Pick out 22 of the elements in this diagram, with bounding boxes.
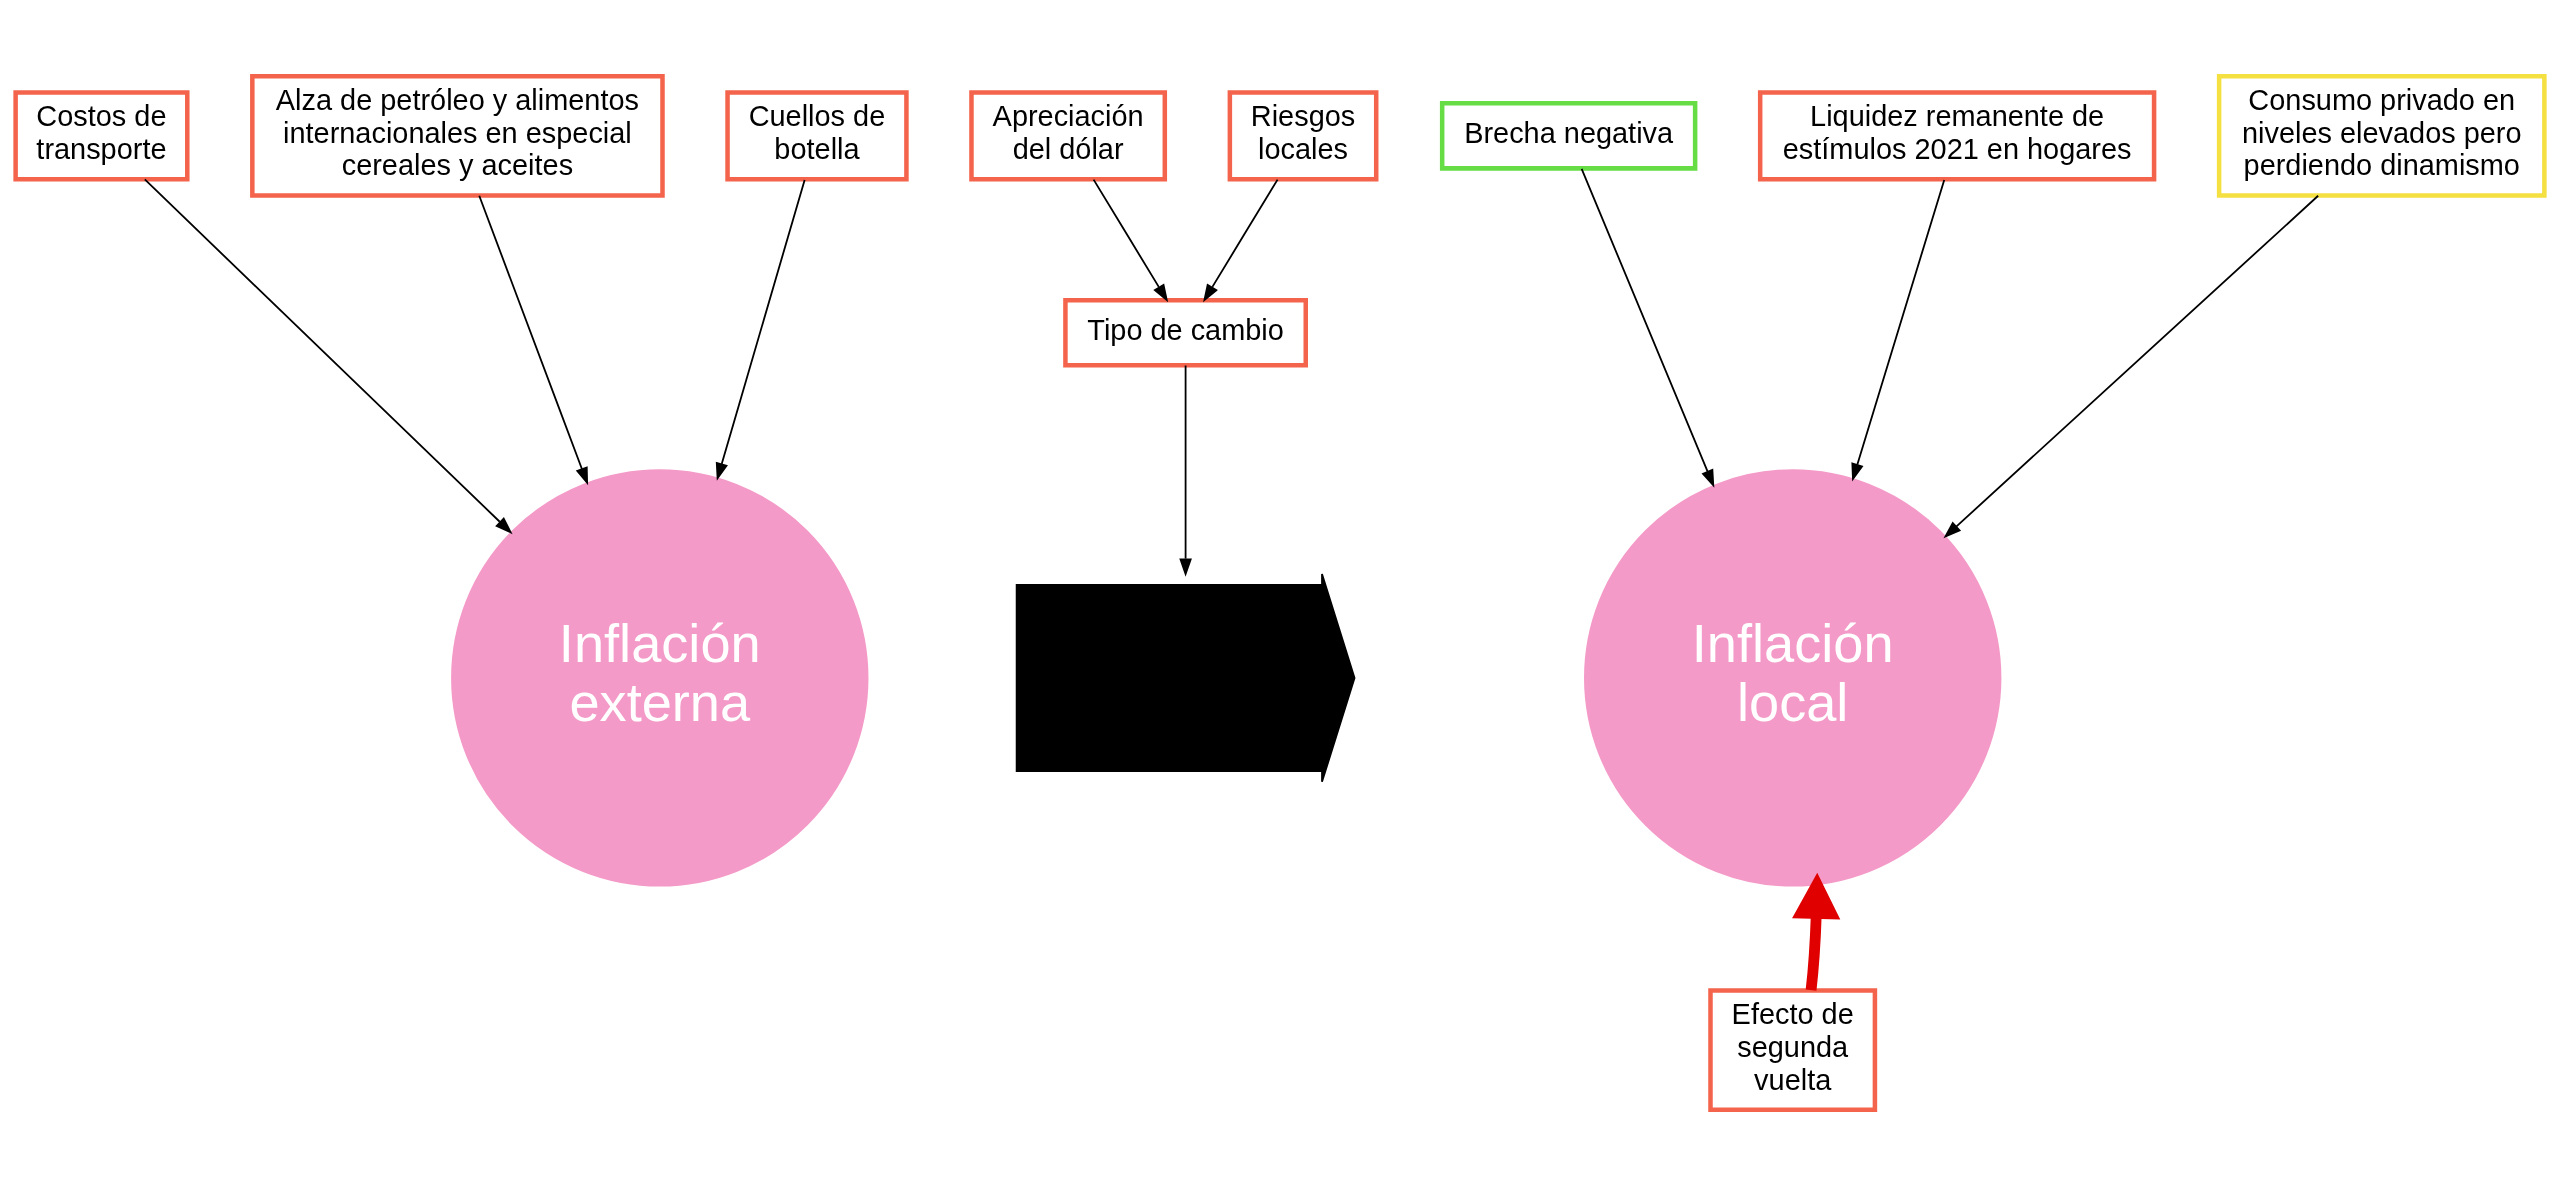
node-box: Brecha negativa bbox=[1439, 101, 1698, 171]
arrow bbox=[143, 178, 513, 535]
arrow bbox=[1580, 168, 1715, 488]
node-box: Cuellos de botella bbox=[725, 90, 909, 182]
node-box: Liquidez remanente de estímulos 2021 en hogares bbox=[1757, 90, 2157, 182]
arrow bbox=[478, 194, 589, 486]
node-circle: Inflación externa bbox=[451, 469, 869, 887]
arrow bbox=[1792, 872, 1841, 991]
node-box: Costos de transporte bbox=[13, 90, 190, 182]
arrow bbox=[1851, 179, 1946, 482]
node-box: Consumo privado en niveles elevados pero perdiendo dinamismo bbox=[2216, 73, 2547, 198]
node-box: Alza de petróleo y alimentos internacionales en especial cereales y aceites bbox=[250, 73, 665, 198]
arrow bbox=[715, 179, 806, 481]
arrow bbox=[1943, 194, 2320, 539]
node-box: Riesgos locales bbox=[1227, 90, 1379, 182]
node-box: Tipo de cambio bbox=[1063, 298, 1308, 368]
arrow bbox=[1203, 178, 1279, 303]
node-arrow bbox=[1015, 573, 1356, 783]
node-box: Efecto de segunda vuelta bbox=[1708, 988, 1878, 1113]
node-box: Apreciación del dólar bbox=[969, 90, 1168, 182]
arrow bbox=[1092, 178, 1169, 303]
arrow bbox=[1179, 364, 1192, 577]
